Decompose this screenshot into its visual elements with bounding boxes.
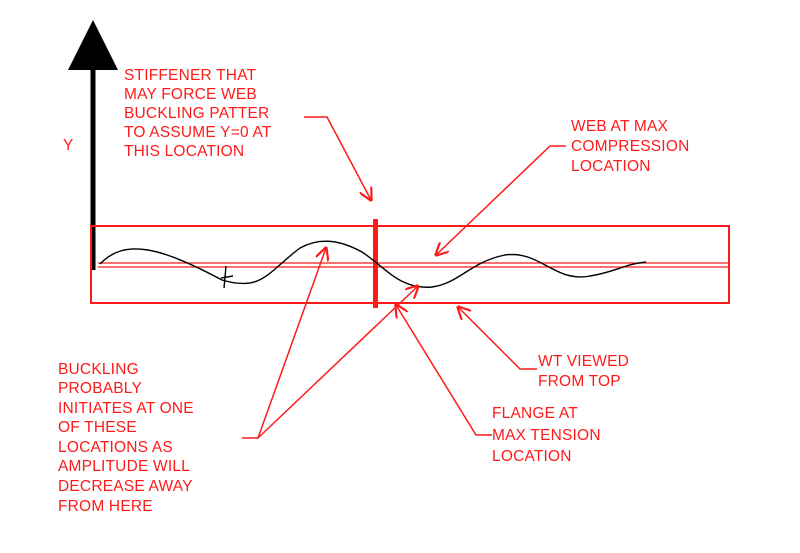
web-compression-annotation-line: WEB AT MAX <box>571 118 668 135</box>
y-axis-label: Y <box>63 137 74 154</box>
stiffener-annotation-line: TO ASSUME Y=0 AT <box>124 124 272 141</box>
flange-tension-leader <box>396 305 492 436</box>
stiffener-annotation-line: THIS LOCATION <box>124 143 244 160</box>
buckling-annotation-line: FROM HERE <box>58 498 153 515</box>
flange-tension-annotation-line: MAX TENSION <box>492 427 601 444</box>
buckling-annotation-line: AMPLITUDE WILL <box>58 458 190 475</box>
buckling-leader-right <box>257 286 418 439</box>
buckling-wave <box>99 240 647 288</box>
buckling-annotation-line: DECREASE AWAY <box>58 478 192 495</box>
buckling-annotation-line: PROBABLY <box>58 380 142 397</box>
stiffener-annotation-line: MAY FORCE WEB <box>124 86 257 103</box>
web-compression-leader <box>436 145 566 255</box>
wt-outline <box>90 225 730 304</box>
stiffener <box>373 219 378 308</box>
stiffener-annotation-line: STIFFENER THAT <box>124 67 257 84</box>
flange-tension-annotation: FLANGE AT MAX TENSION LOCATION <box>492 405 605 465</box>
buckling-leader-left <box>242 248 326 439</box>
buckling-annotation-line: BUCKLING <box>58 361 139 378</box>
wt-viewed-annotation-line: FROM TOP <box>538 373 621 390</box>
wt-viewed-annotation-line: WT VIEWED <box>538 353 629 370</box>
flange-tension-annotation-line: FLANGE AT <box>492 405 578 422</box>
buckling-annotation-line: LOCATIONS AS <box>58 439 173 456</box>
stiffener-leader <box>304 116 371 200</box>
flange-tension-annotation-line: LOCATION <box>492 448 572 465</box>
web-compression-annotation: WEB AT MAX COMPRESSION LOCATION <box>571 118 694 175</box>
stiffener-annotation-line: BUCKLING PATTER <box>124 105 269 122</box>
buckling-annotation-line: OF THESE <box>58 419 137 436</box>
wt-viewed-annotation: WT VIEWED FROM TOP <box>538 353 634 390</box>
wave-tick-mark <box>220 265 234 289</box>
buckling-annotation-line: INITIATES AT ONE <box>58 400 194 417</box>
y-axis-arrowhead <box>87 24 99 36</box>
wt-viewed-leader <box>458 307 537 370</box>
stiffener-annotation: STIFFENER THAT MAY FORCE WEB BUCKLING PA… <box>124 67 276 160</box>
web-compression-annotation-line: COMPRESSION <box>571 138 689 155</box>
buckling-annotation: BUCKLING PROBABLY INITIATES AT ONE OF TH… <box>58 361 198 515</box>
web-compression-annotation-line: LOCATION <box>571 158 651 175</box>
